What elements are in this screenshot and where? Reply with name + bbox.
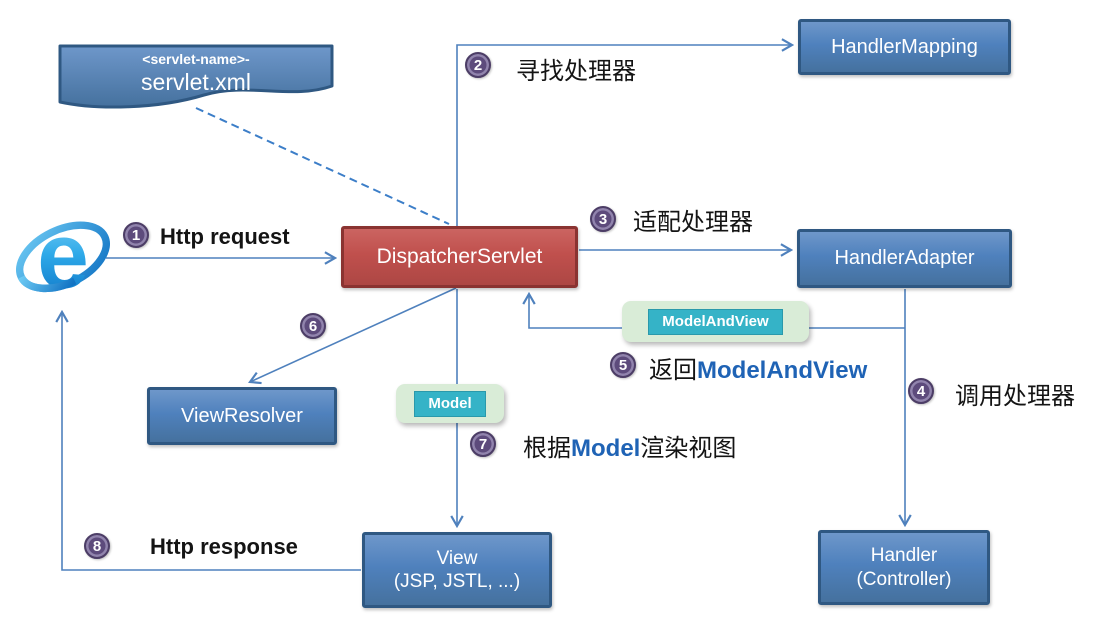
view-label-line1: View bbox=[436, 547, 478, 569]
arrow-step-6-to-view-resolver bbox=[250, 287, 457, 382]
step-7-label-prefix: 根据 bbox=[523, 435, 571, 462]
step-4-label: 调用处理器 bbox=[955, 383, 1075, 410]
servlet-name-prefix: <servlet-name>- bbox=[142, 51, 250, 67]
step-1-badge: 1 bbox=[123, 222, 149, 248]
step-5-label-highlight: ModelAndView bbox=[697, 357, 868, 384]
badge-model-and-view: ModelAndView bbox=[622, 301, 809, 342]
step-2-number: 2 bbox=[473, 56, 483, 74]
handler-adapter-label: HandlerAdapter bbox=[834, 247, 975, 270]
handler-label-line1: Handler bbox=[870, 545, 938, 567]
step-8-badge: 8 bbox=[84, 533, 110, 559]
badge-model: Model bbox=[396, 384, 504, 423]
step-1-label: Http request bbox=[160, 224, 290, 249]
view-label-line2: (JSP, JSTL, ...) bbox=[393, 571, 521, 592]
node-view-resolver: ViewResolver bbox=[147, 387, 337, 445]
step-5-label-prefix: 返回 bbox=[649, 357, 697, 384]
step-3-label: 适配处理器 bbox=[633, 209, 753, 236]
step-5-badge: 5 bbox=[610, 352, 636, 378]
step-3-number: 3 bbox=[598, 210, 608, 228]
node-handler-mapping: HandlerMapping bbox=[798, 19, 1011, 75]
model-badge-label: Model bbox=[414, 390, 486, 417]
node-dispatcher-servlet: DispatcherServlet bbox=[341, 226, 578, 288]
servlet-xml-filename: servlet.xml bbox=[141, 68, 251, 95]
step-7-label-suffix: 渲染视图 bbox=[640, 435, 737, 462]
step-6-number: 6 bbox=[308, 317, 318, 335]
dispatcher-servlet-label: DispatcherServlet bbox=[376, 245, 543, 269]
ie-browser-icon: e bbox=[15, 203, 111, 307]
step-1-number: 1 bbox=[131, 226, 141, 244]
step-7-label: 根据Model渲染视图 bbox=[523, 428, 736, 463]
handler-mapping-label: HandlerMapping bbox=[831, 35, 978, 58]
handler-label-line2: (Controller) bbox=[856, 568, 952, 590]
node-handler-adapter: HandlerAdapter bbox=[797, 229, 1012, 288]
dashed-config-link bbox=[195, 107, 450, 225]
step-2-badge: 2 bbox=[465, 52, 491, 78]
step-7-label-highlight: Model bbox=[571, 435, 641, 462]
step-7-badge: 7 bbox=[470, 431, 496, 457]
step-5-number: 5 bbox=[618, 356, 628, 374]
step-4-number: 4 bbox=[916, 382, 926, 400]
step-5-label: 返回ModelAndView bbox=[649, 350, 867, 385]
node-view: View (JSP, JSTL, ...) bbox=[362, 532, 552, 608]
node-servlet-xml: <servlet-name>- servlet.xml bbox=[60, 51, 332, 96]
step-2-label: 寻找处理器 bbox=[516, 58, 636, 85]
view-resolver-label: ViewResolver bbox=[181, 404, 303, 427]
step-3-badge: 3 bbox=[590, 206, 616, 232]
model-and-view-badge-label: ModelAndView bbox=[648, 308, 783, 335]
step-4-badge: 4 bbox=[908, 378, 934, 404]
step-7-number: 7 bbox=[478, 435, 488, 453]
step-8-label: Http response bbox=[150, 534, 298, 559]
step-8-number: 8 bbox=[92, 537, 102, 555]
node-handler-controller: Handler (Controller) bbox=[818, 530, 990, 605]
step-6-badge: 6 bbox=[300, 313, 326, 339]
